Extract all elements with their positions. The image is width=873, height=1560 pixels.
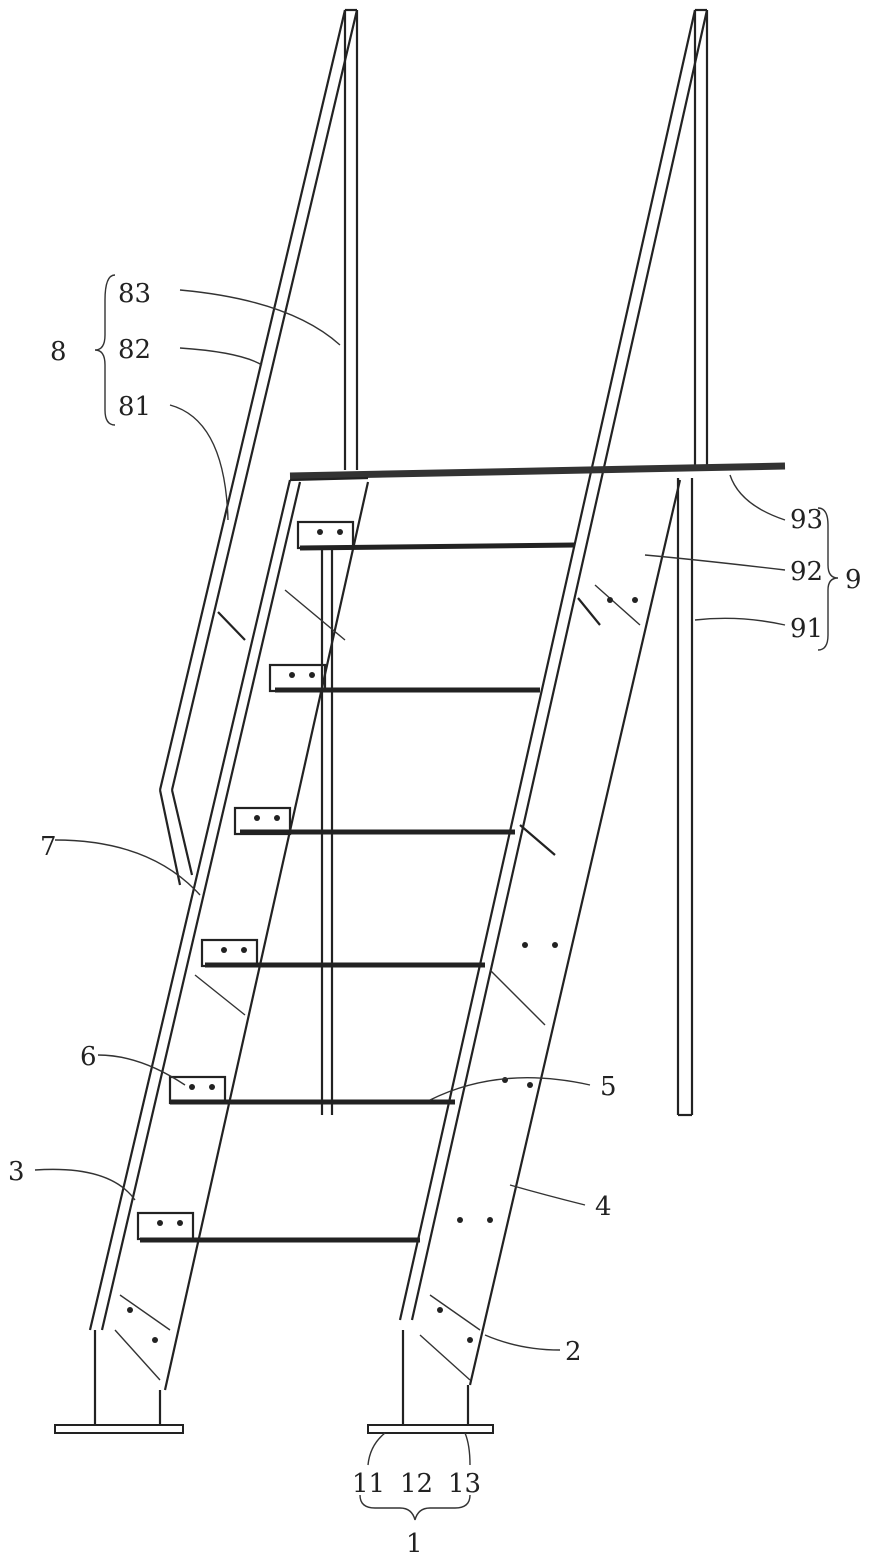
label-12: 12 [400,1469,433,1499]
label-13: 13 [448,1469,481,1499]
label-1: 1 [406,1529,423,1559]
label-5: 5 [600,1072,617,1102]
label-2: 2 [565,1337,582,1367]
leader-lines [35,275,838,1520]
left-stringer [90,478,368,1425]
brackets [138,522,353,1239]
label-8: 8 [50,337,67,367]
right-handrail [400,10,707,1320]
label-91: 91 [790,614,823,644]
label-93: 93 [790,505,823,535]
label-4: 4 [595,1192,612,1222]
label-81: 81 [118,392,151,422]
label-9: 9 [845,565,862,595]
label-7: 7 [40,832,57,862]
label-83: 83 [118,279,151,309]
right-stringer [403,480,680,1425]
base-plate-right [368,1425,493,1433]
label-92: 92 [790,557,823,587]
label-82: 82 [118,335,151,365]
base-plate-left [55,1425,183,1433]
platform-top [290,466,785,476]
label-6: 6 [80,1042,97,1072]
left-handrail [160,10,357,885]
support-post [678,478,692,1115]
label-11: 11 [352,1469,385,1499]
label-3: 3 [8,1157,25,1187]
